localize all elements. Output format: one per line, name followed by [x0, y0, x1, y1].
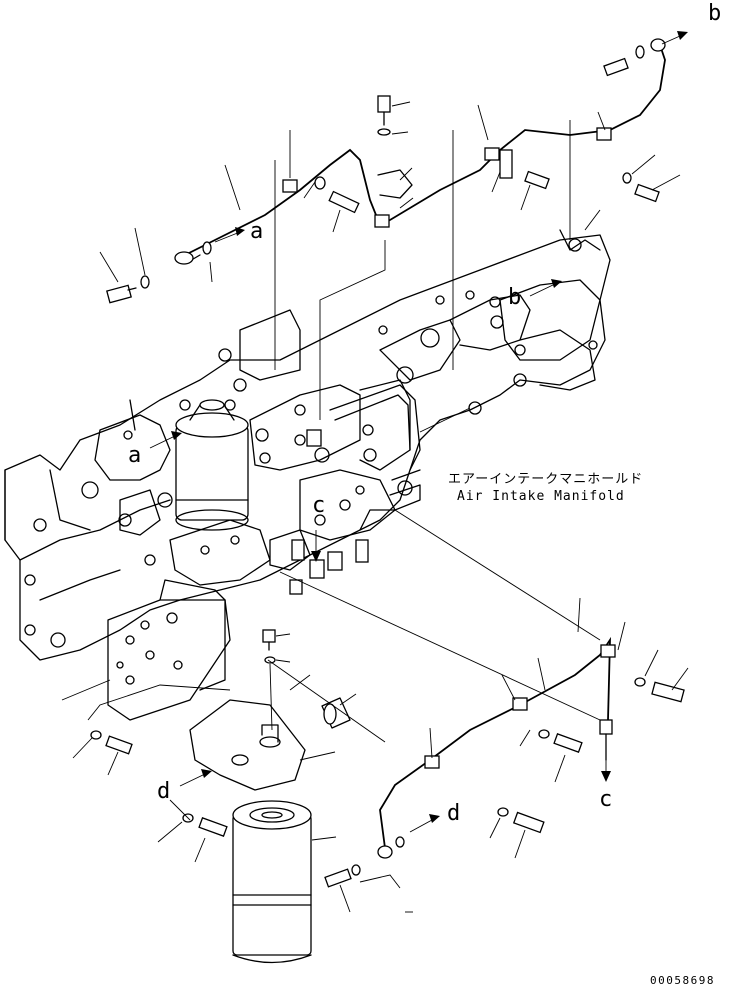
marker-c-lower: c	[599, 787, 612, 812]
direction-arrows	[149, 31, 688, 833]
marker-b-lower: b	[508, 285, 521, 310]
marker-d-right: d	[447, 801, 460, 826]
marker-a-lower: a	[128, 443, 141, 468]
arrow-icon	[429, 814, 440, 823]
arrow-icon	[201, 769, 212, 778]
arrow-icon	[171, 431, 182, 440]
manifold-label-jp: エアーインテークマニホールド	[448, 472, 643, 487]
drawing-number: 00058698	[650, 974, 715, 987]
marker-d-left: d	[157, 779, 170, 804]
arrow-icon	[235, 227, 245, 236]
upper-fuel-line	[174, 38, 666, 265]
bolts	[90, 45, 685, 888]
marker-a-upper: a	[250, 219, 263, 244]
marker-c-upper: c	[312, 493, 325, 518]
connection-lines	[87, 120, 601, 821]
manifold-label-en: Air Intake Manifold	[457, 489, 625, 504]
filter-head	[189, 699, 306, 791]
air-intake-manifold	[314, 384, 471, 531]
arrow-icon	[311, 551, 321, 562]
fittings	[289, 429, 369, 595]
marker-b-upper: b	[708, 1, 721, 26]
arrow-icon	[677, 31, 688, 40]
engine-block	[4, 229, 611, 661]
filter-cartridge	[232, 800, 312, 964]
leader-lines	[61, 101, 689, 913]
lower-fuel-line	[377, 636, 616, 859]
filter-bracket	[107, 579, 231, 721]
arrow-icon	[551, 279, 562, 288]
arrow-icon	[601, 771, 611, 782]
hose	[321, 697, 351, 729]
fuel-filter-upper	[175, 399, 249, 531]
labels: a a b b c c d d エアーインテークマニホールド Air Intak…	[128, 1, 721, 987]
